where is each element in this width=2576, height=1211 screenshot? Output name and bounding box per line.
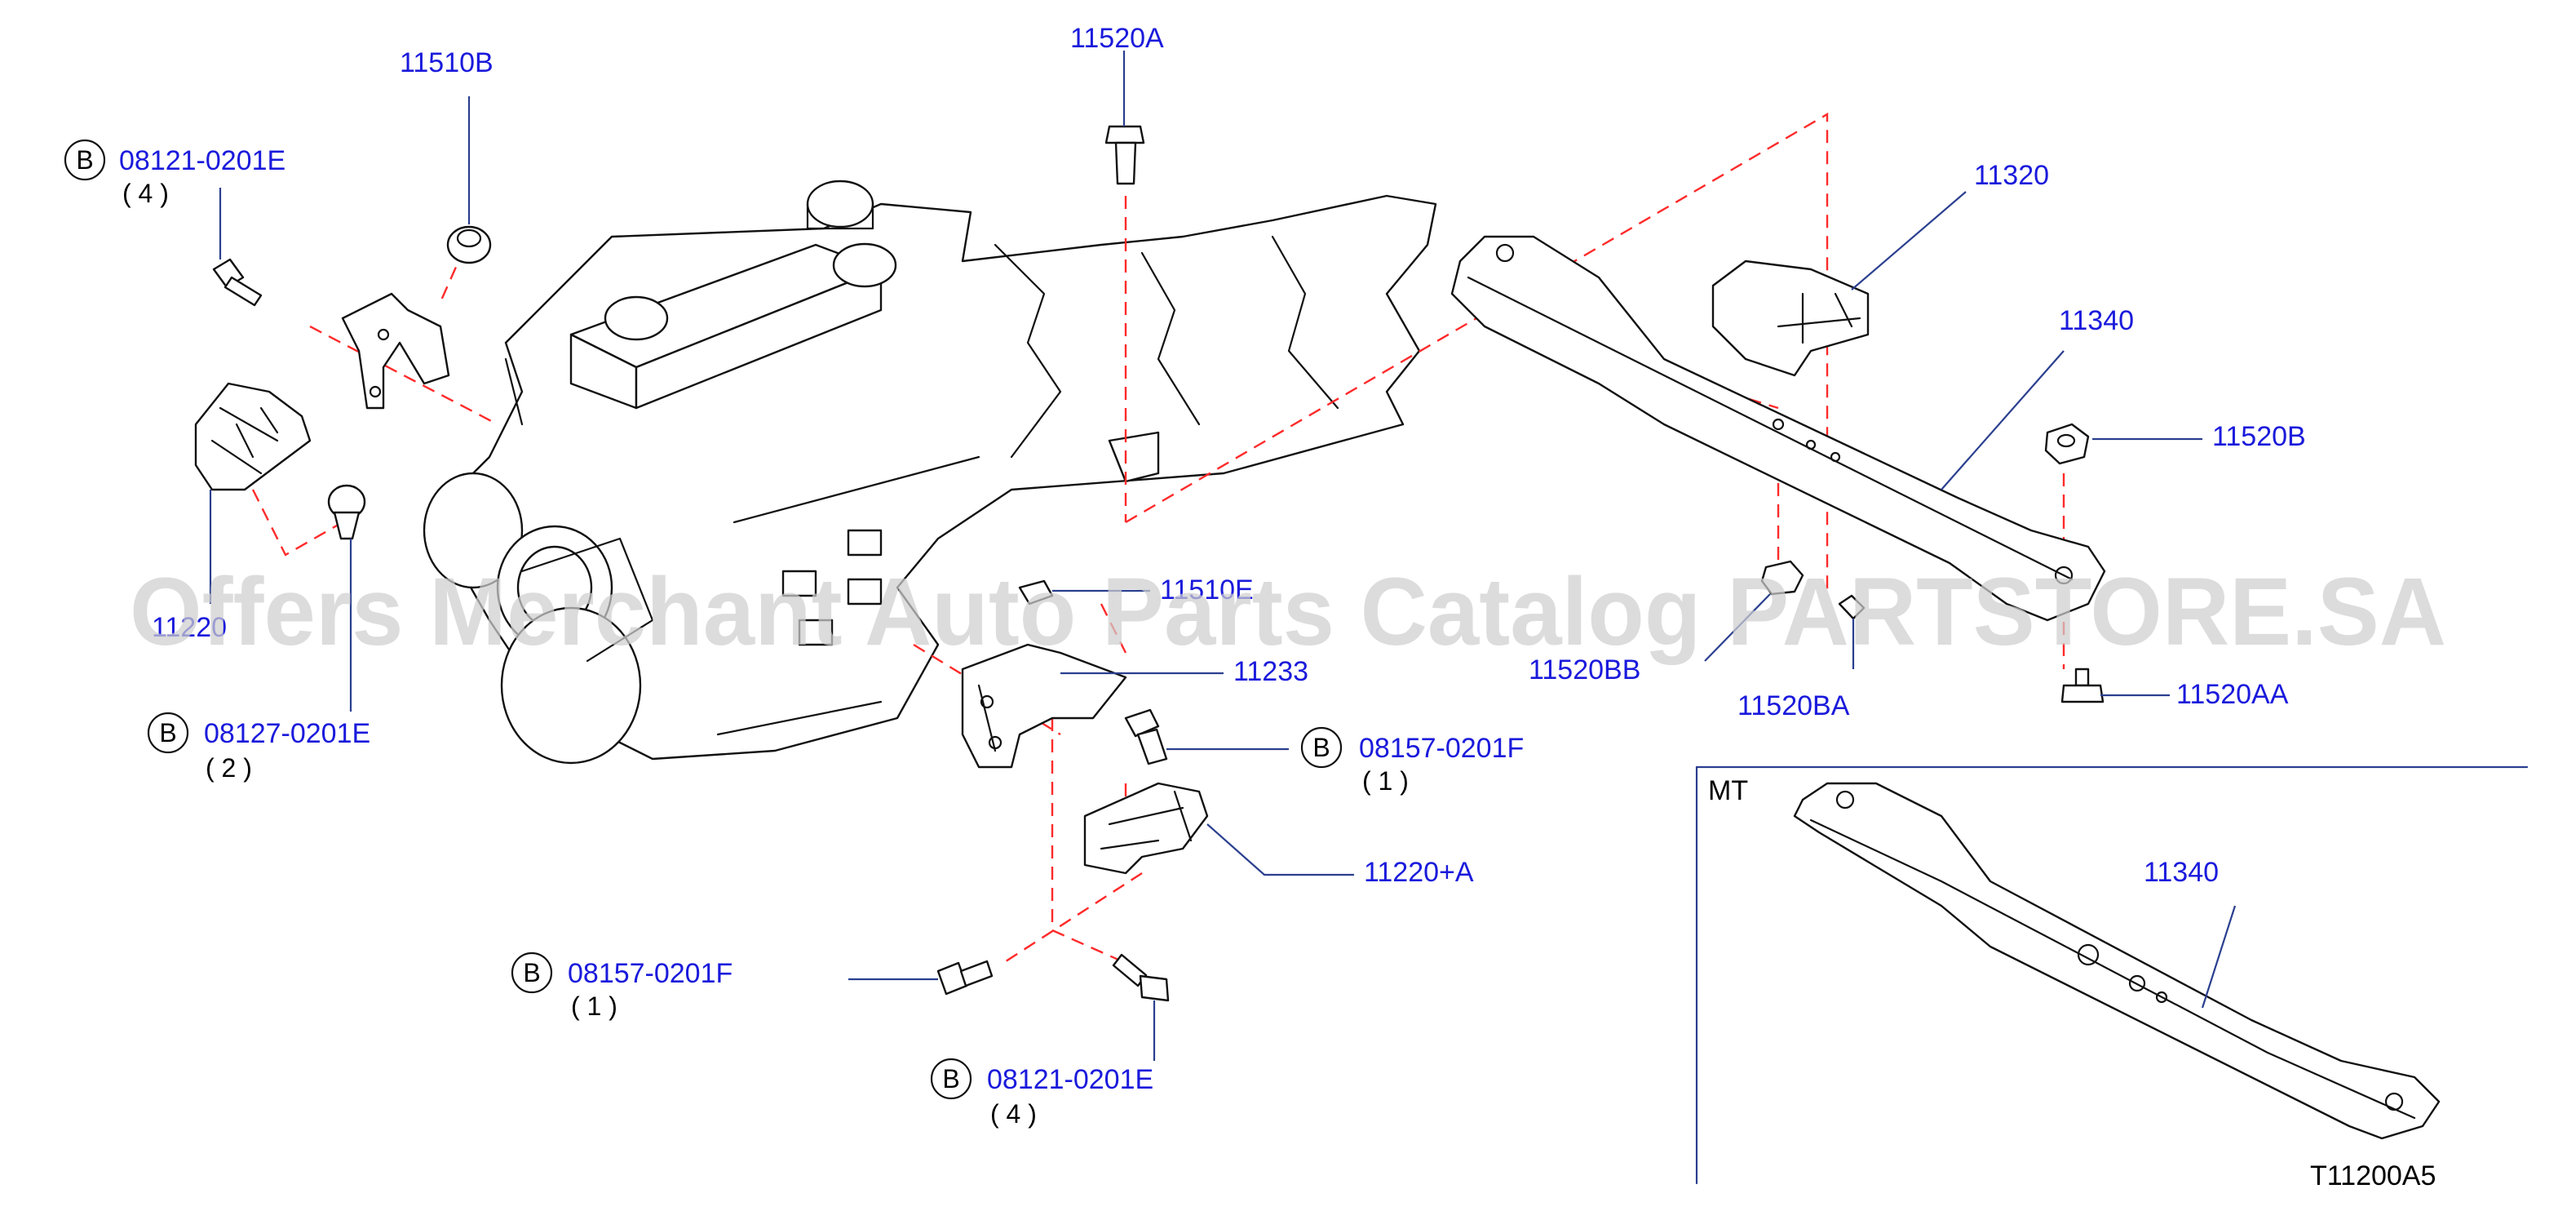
- label-11520B: 11520B: [2212, 421, 2306, 452]
- bolt-callout-5: B 08121-0201E ( 4 ): [930, 1058, 1153, 1129]
- nut-11520B: [2044, 423, 2090, 465]
- label-11520AA: 11520AA: [2176, 679, 2289, 710]
- label-11220A: 11220+A: [1364, 857, 1474, 888]
- bolt-11520AA: [2060, 668, 2105, 703]
- label-11510B: 11510B: [400, 47, 494, 78]
- diagram-code: T11200A5: [2310, 1160, 2436, 1191]
- bracket-11233: [961, 643, 1127, 769]
- bolt-08121-top: [212, 258, 263, 307]
- bolt-callout-4: B 08157-0201F ( 1 ): [511, 952, 733, 1021]
- insulator-11220A: [1083, 782, 1209, 875]
- part-labels: 11510B 11520A 11320 11340 11520B 11520BB…: [152, 23, 2436, 1191]
- bolt-qty: ( 4 ): [990, 1099, 1037, 1129]
- inset-label-mt: MT: [1708, 775, 1748, 806]
- watermark-text: Offers Merchant Auto Parts Catalog PARTS…: [130, 558, 2446, 666]
- bolt-qty: ( 2 ): [206, 753, 252, 783]
- label-11340-main: 11340: [2059, 305, 2134, 336]
- bolt-code: 08157-0201F: [568, 958, 733, 989]
- bolt-code: 08127-0201E: [204, 718, 370, 749]
- label-11320: 11320: [1974, 160, 2049, 191]
- insulator-11220: [194, 382, 312, 491]
- bolt-callout-2: B 08127-0201E ( 2 ): [147, 712, 370, 783]
- bolt-11520A: [1104, 125, 1145, 185]
- insulator-11320: [1711, 260, 1870, 377]
- bolt-qty: ( 1 ): [571, 991, 617, 1021]
- badge-b: B: [942, 1064, 959, 1093]
- bolt-callout-1: B 08121-0201E ( 4 ): [64, 139, 285, 208]
- label-11520BB: 11520BB: [1529, 654, 1640, 685]
- bolt-08157-lower: [936, 960, 994, 996]
- label-11340-mt: 11340: [2144, 857, 2219, 888]
- mt-inset: [1695, 765, 2529, 1185]
- bolt-code: 08157-0201F: [1359, 733, 1524, 764]
- stud-11520BA: [1838, 594, 1866, 620]
- leader-lines: [209, 51, 2237, 1061]
- label-11520A: 11520A: [1070, 23, 1164, 54]
- badge-b: B: [159, 718, 176, 747]
- bolt-08157-upper: [1124, 708, 1168, 765]
- bolt-qty: ( 4 ): [122, 179, 169, 208]
- label-11233: 11233: [1233, 656, 1308, 687]
- bolt-code: 08121-0201E: [119, 145, 285, 176]
- bracket-upper-left: [341, 292, 450, 410]
- label-11520BA: 11520BA: [1737, 690, 1850, 721]
- label-11220: 11220: [152, 612, 227, 643]
- badge-b: B: [76, 145, 93, 175]
- bolt-qty: ( 1 ): [1362, 766, 1409, 796]
- bolt-08127: [327, 484, 366, 540]
- nut-11520BB: [1760, 560, 1804, 596]
- mount-11510B: [446, 225, 492, 264]
- badge-b: B: [523, 958, 540, 987]
- crossmember-11340: [1450, 235, 2106, 622]
- bolt-callout-3: B 08157-0201F ( 1 ): [1300, 726, 1524, 796]
- label-11510E: 11510E: [1160, 574, 1254, 606]
- bolt-code: 08121-0201E: [987, 1064, 1153, 1095]
- bolt-08121-lower: [1112, 953, 1170, 1002]
- engine-drawing: [423, 180, 1437, 765]
- stopper-11510E: [1018, 579, 1054, 606]
- badge-b: B: [1312, 733, 1330, 762]
